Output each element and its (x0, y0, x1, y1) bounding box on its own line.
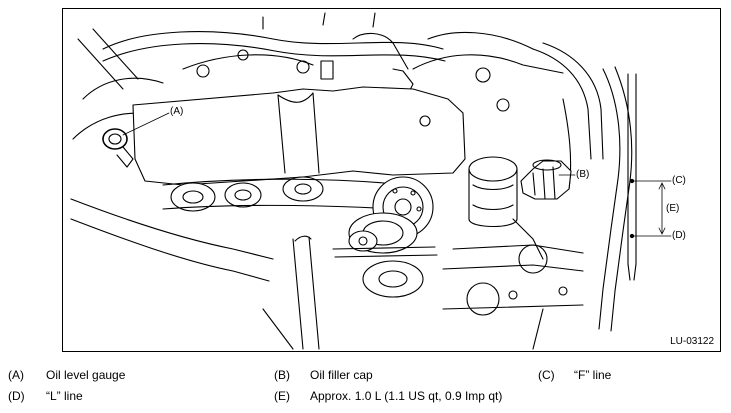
legend-text: Oil filler cap (310, 368, 373, 382)
legend-text: Approx. 1.0 L (1.1 US qt, 0.9 Imp qt) (310, 389, 503, 403)
dipstick-diagram (627, 73, 637, 281)
lower-hoses (70, 198, 584, 350)
callout-e: (E) (666, 203, 680, 214)
legend-text: “L” line (46, 389, 83, 403)
legend-key: (E) (274, 389, 290, 403)
engine-figure-frame: (A) (B) (C) (E) (D) LU-03122 (62, 8, 721, 352)
callout-b: (B) (576, 169, 590, 180)
callout-c: (C) (672, 175, 686, 186)
legend-text: Oil level gauge (46, 368, 126, 382)
callout-d: (D) (672, 230, 686, 241)
figure-id: LU-03122 (670, 336, 714, 347)
belts-and-pulleys (162, 176, 438, 298)
legend-key: (D) (8, 389, 25, 403)
oil-level-gauge-handle (102, 128, 134, 168)
engine-drawing (70, 12, 672, 350)
oil-filler-assembly (468, 156, 572, 260)
legend-key: (C) (538, 368, 555, 382)
legend-text: “F” line (574, 368, 612, 382)
callout-a: (A) (170, 106, 184, 117)
legend-key: (A) (8, 368, 24, 382)
legend-key: (B) (274, 368, 290, 382)
engine-cover (132, 86, 466, 186)
leader-lines (122, 112, 672, 237)
